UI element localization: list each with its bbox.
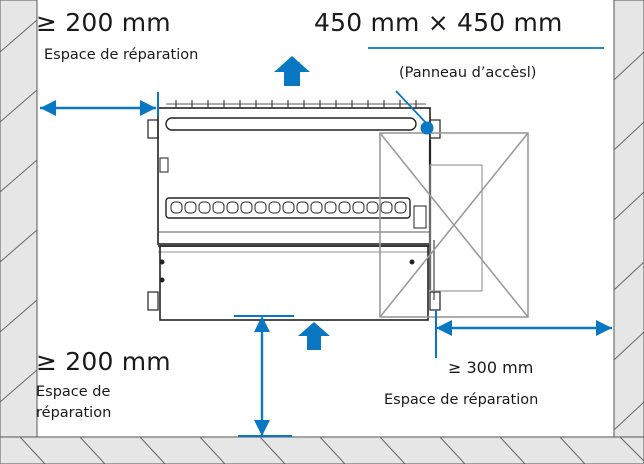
airflow-arrow-top (274, 56, 310, 86)
bottom-left-note-line1: Espace de (36, 384, 111, 400)
access-panel (379, 132, 529, 318)
access-panel-dimension: 450 mm × 450 mm (314, 8, 563, 37)
top-left-dimension: ≥ 200 mm (36, 8, 171, 37)
access-panel-note: (Panneau d’accèsl) (399, 65, 537, 81)
dimension-arrows (40, 47, 612, 437)
airflow-arrow-bottom (298, 322, 330, 350)
bottom-right-dimension: ≥ 300 mm (448, 358, 534, 377)
left-wall (0, 0, 38, 438)
bottom-left-note-line2: réparation (36, 405, 112, 421)
top-left-note: Espace de réparation (44, 47, 199, 63)
right-wall (613, 0, 644, 438)
floor (0, 436, 644, 464)
bottom-right-note: Espace de réparation (384, 392, 539, 408)
bottom-left-dimension: ≥ 200 mm (36, 347, 171, 376)
